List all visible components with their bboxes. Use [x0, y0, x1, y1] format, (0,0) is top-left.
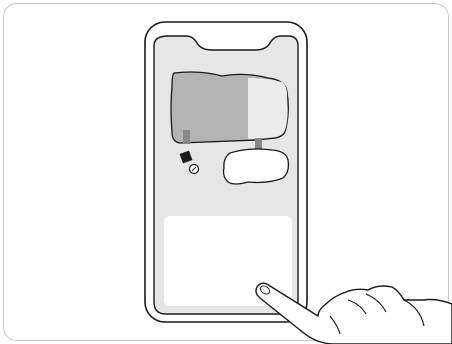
large-window-highlight: [248, 78, 288, 139]
connector-left: [183, 130, 190, 144]
connector-right: [255, 138, 262, 150]
white-note-panel: [224, 149, 289, 184]
